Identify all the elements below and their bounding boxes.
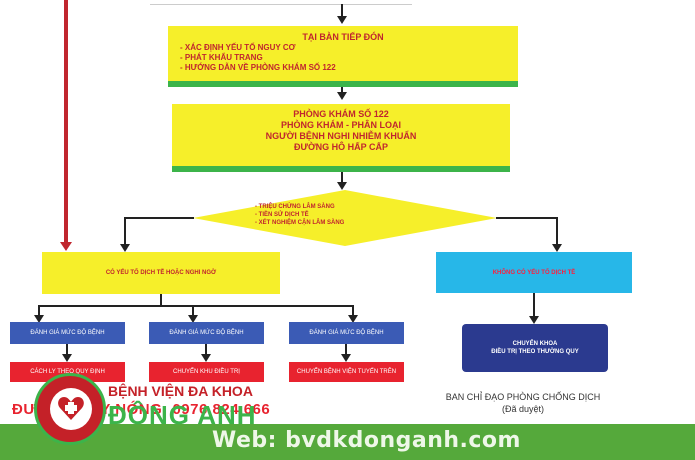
sub-assess-box-3: ĐÁNH GIÁ MỨC ĐỘ BỆNH — [289, 322, 404, 344]
decision-diamond — [193, 190, 497, 246]
arrow-down-icon — [337, 92, 347, 100]
signature-line-1: BAN CHỈ ĐẠO PHÒNG CHỐNG DỊCH — [445, 392, 601, 402]
connector-clinic-decision — [341, 172, 343, 184]
website-link[interactable]: Web: bvdkdonganh.com — [212, 428, 521, 453]
sub-assess-label: ĐÁNH GIÁ MỨC ĐỘ BỆNH — [309, 330, 384, 336]
branch-right-horizontal — [496, 217, 558, 219]
reception-item: - XÁC ĐỊNH YẾU TỐ NGUY CƠ — [180, 43, 296, 52]
left-vertical-red-line — [64, 0, 68, 242]
left-sub-horizontal — [38, 305, 354, 307]
left-sub-vertical — [160, 294, 162, 306]
left-sub-drop-3 — [352, 305, 354, 317]
arrow-down-icon — [188, 315, 198, 323]
signature-line-2: (Đã duyệt) — [501, 404, 545, 414]
right-sub-line: ĐIỀU TRỊ THEO THƯỜNG QUY — [491, 349, 579, 355]
arrow-down-icon — [337, 182, 347, 190]
right-sub-vertical — [533, 293, 535, 317]
sub-assess-box-2: ĐÁNH GIÁ MỨC ĐỘ BỆNH — [149, 322, 264, 344]
connector-top — [341, 4, 343, 18]
connector-sub-2 — [205, 344, 207, 356]
left-red-arrow-icon — [60, 242, 72, 251]
reception-item: - PHÁT KHẨU TRANG — [180, 53, 263, 62]
left-branch-label: CÓ YẾU TỐ DỊCH TỄ HOẶC NGHI NGỜ — [105, 270, 217, 276]
sub-action-label: CÁCH LY THEO QUY ĐỊNH — [30, 369, 105, 375]
sub-action-box-1: CÁCH LY THEO QUY ĐỊNH — [10, 362, 125, 382]
arrow-down-icon — [201, 354, 211, 362]
hospital-logo-icon — [34, 373, 106, 445]
brand-name-main: ĐÔNG ANH — [108, 400, 257, 430]
branch-right-vertical — [556, 217, 558, 245]
right-sub-line: CHUYỂN KHOA — [512, 341, 558, 347]
heart-icon — [58, 397, 84, 420]
left-branch-box: CÓ YẾU TỐ DỊCH TỄ HOẶC NGHI NGỜ — [42, 252, 280, 294]
clinic-line: PHÒNG KHÁM - PHÂN LOẠI — [281, 120, 401, 130]
top-border-line — [150, 4, 412, 5]
connector-sub-1 — [66, 344, 68, 356]
branch-left-horizontal — [124, 217, 194, 219]
decision-line: - TRIỆU CHỨNG LÂM SÀNG — [255, 204, 335, 210]
connector-sub-3 — [345, 344, 347, 356]
arrow-down-icon — [348, 315, 358, 323]
signature-block: BAN CHỈ ĐẠO PHÒNG CHỐNG DỊCH (Đã duyệt) — [416, 391, 630, 415]
decision-line: - TIỀN SỬ DỊCH TỄ — [255, 212, 309, 218]
sub-action-label: CHUYỂN BỆNH VIỆN TUYẾN TRÊN — [296, 369, 397, 375]
sub-assess-label: ĐÁNH GIÁ MỨC ĐỘ BỆNH — [169, 330, 244, 336]
arrow-down-icon — [120, 244, 130, 252]
arrow-down-icon — [341, 354, 351, 362]
footer-bar — [0, 424, 695, 460]
arrow-down-icon — [34, 315, 44, 323]
arrow-down-icon — [552, 244, 562, 252]
right-branch-box: KHÔNG CÓ YẾU TỐ DỊCH TỄ — [436, 252, 632, 293]
brand-name-top: BỆNH VIỆN ĐA KHOA — [108, 383, 253, 399]
decision-line: - XÉT NGHIỆM CẬN LÂM SÀNG — [255, 220, 345, 226]
clinic-line: ĐƯỜNG HÔ HẤP CẤP — [294, 142, 388, 152]
sub-action-label: CHUYỂN KHU ĐIỀU TRỊ — [173, 369, 240, 375]
right-branch-label: KHÔNG CÓ YẾU TỐ DỊCH TỄ — [492, 269, 576, 276]
arrow-down-icon — [62, 354, 72, 362]
branch-left-vertical — [124, 217, 126, 245]
connector-reception-clinic — [341, 87, 343, 93]
right-sub-box: CHUYỂN KHOA ĐIỀU TRỊ THEO THƯỜNG QUY — [462, 324, 608, 372]
arrow-down-icon — [529, 316, 539, 324]
left-sub-drop-2 — [192, 305, 194, 317]
arrow-top-icon — [337, 16, 347, 24]
clinic-line: PHÒNG KHÁM SỐ 122 — [293, 109, 389, 119]
sub-action-box-2: CHUYỂN KHU ĐIỀU TRỊ — [149, 362, 264, 382]
sub-assess-box-1: ĐÁNH GIÁ MỨC ĐỘ BỆNH — [10, 322, 125, 344]
sub-action-box-3: CHUYỂN BỆNH VIỆN TUYẾN TRÊN — [289, 362, 404, 382]
sub-assess-label: ĐÁNH GIÁ MỨC ĐỘ BỆNH — [30, 330, 105, 336]
clinic-box: PHÒNG KHÁM SỐ 122 PHÒNG KHÁM - PHÂN LOẠI… — [172, 104, 510, 172]
reception-box: TẠI BÀN TIẾP ĐÓN - XÁC ĐỊNH YẾU TỐ NGUY … — [168, 26, 518, 87]
left-sub-drop-1 — [38, 305, 40, 317]
reception-title: TẠI BÀN TIẾP ĐÓN — [302, 32, 384, 42]
reception-item: - HƯỚNG DẪN VỀ PHÒNG KHÁM SỐ 122 — [180, 63, 336, 72]
clinic-line: NGƯỜI BỆNH NGHI NHIỄM KHUẨN — [265, 131, 417, 141]
decision-text: - TRIỆU CHỨNG LÂM SÀNG - TIỀN SỬ DỊCH TỄ… — [255, 203, 415, 227]
